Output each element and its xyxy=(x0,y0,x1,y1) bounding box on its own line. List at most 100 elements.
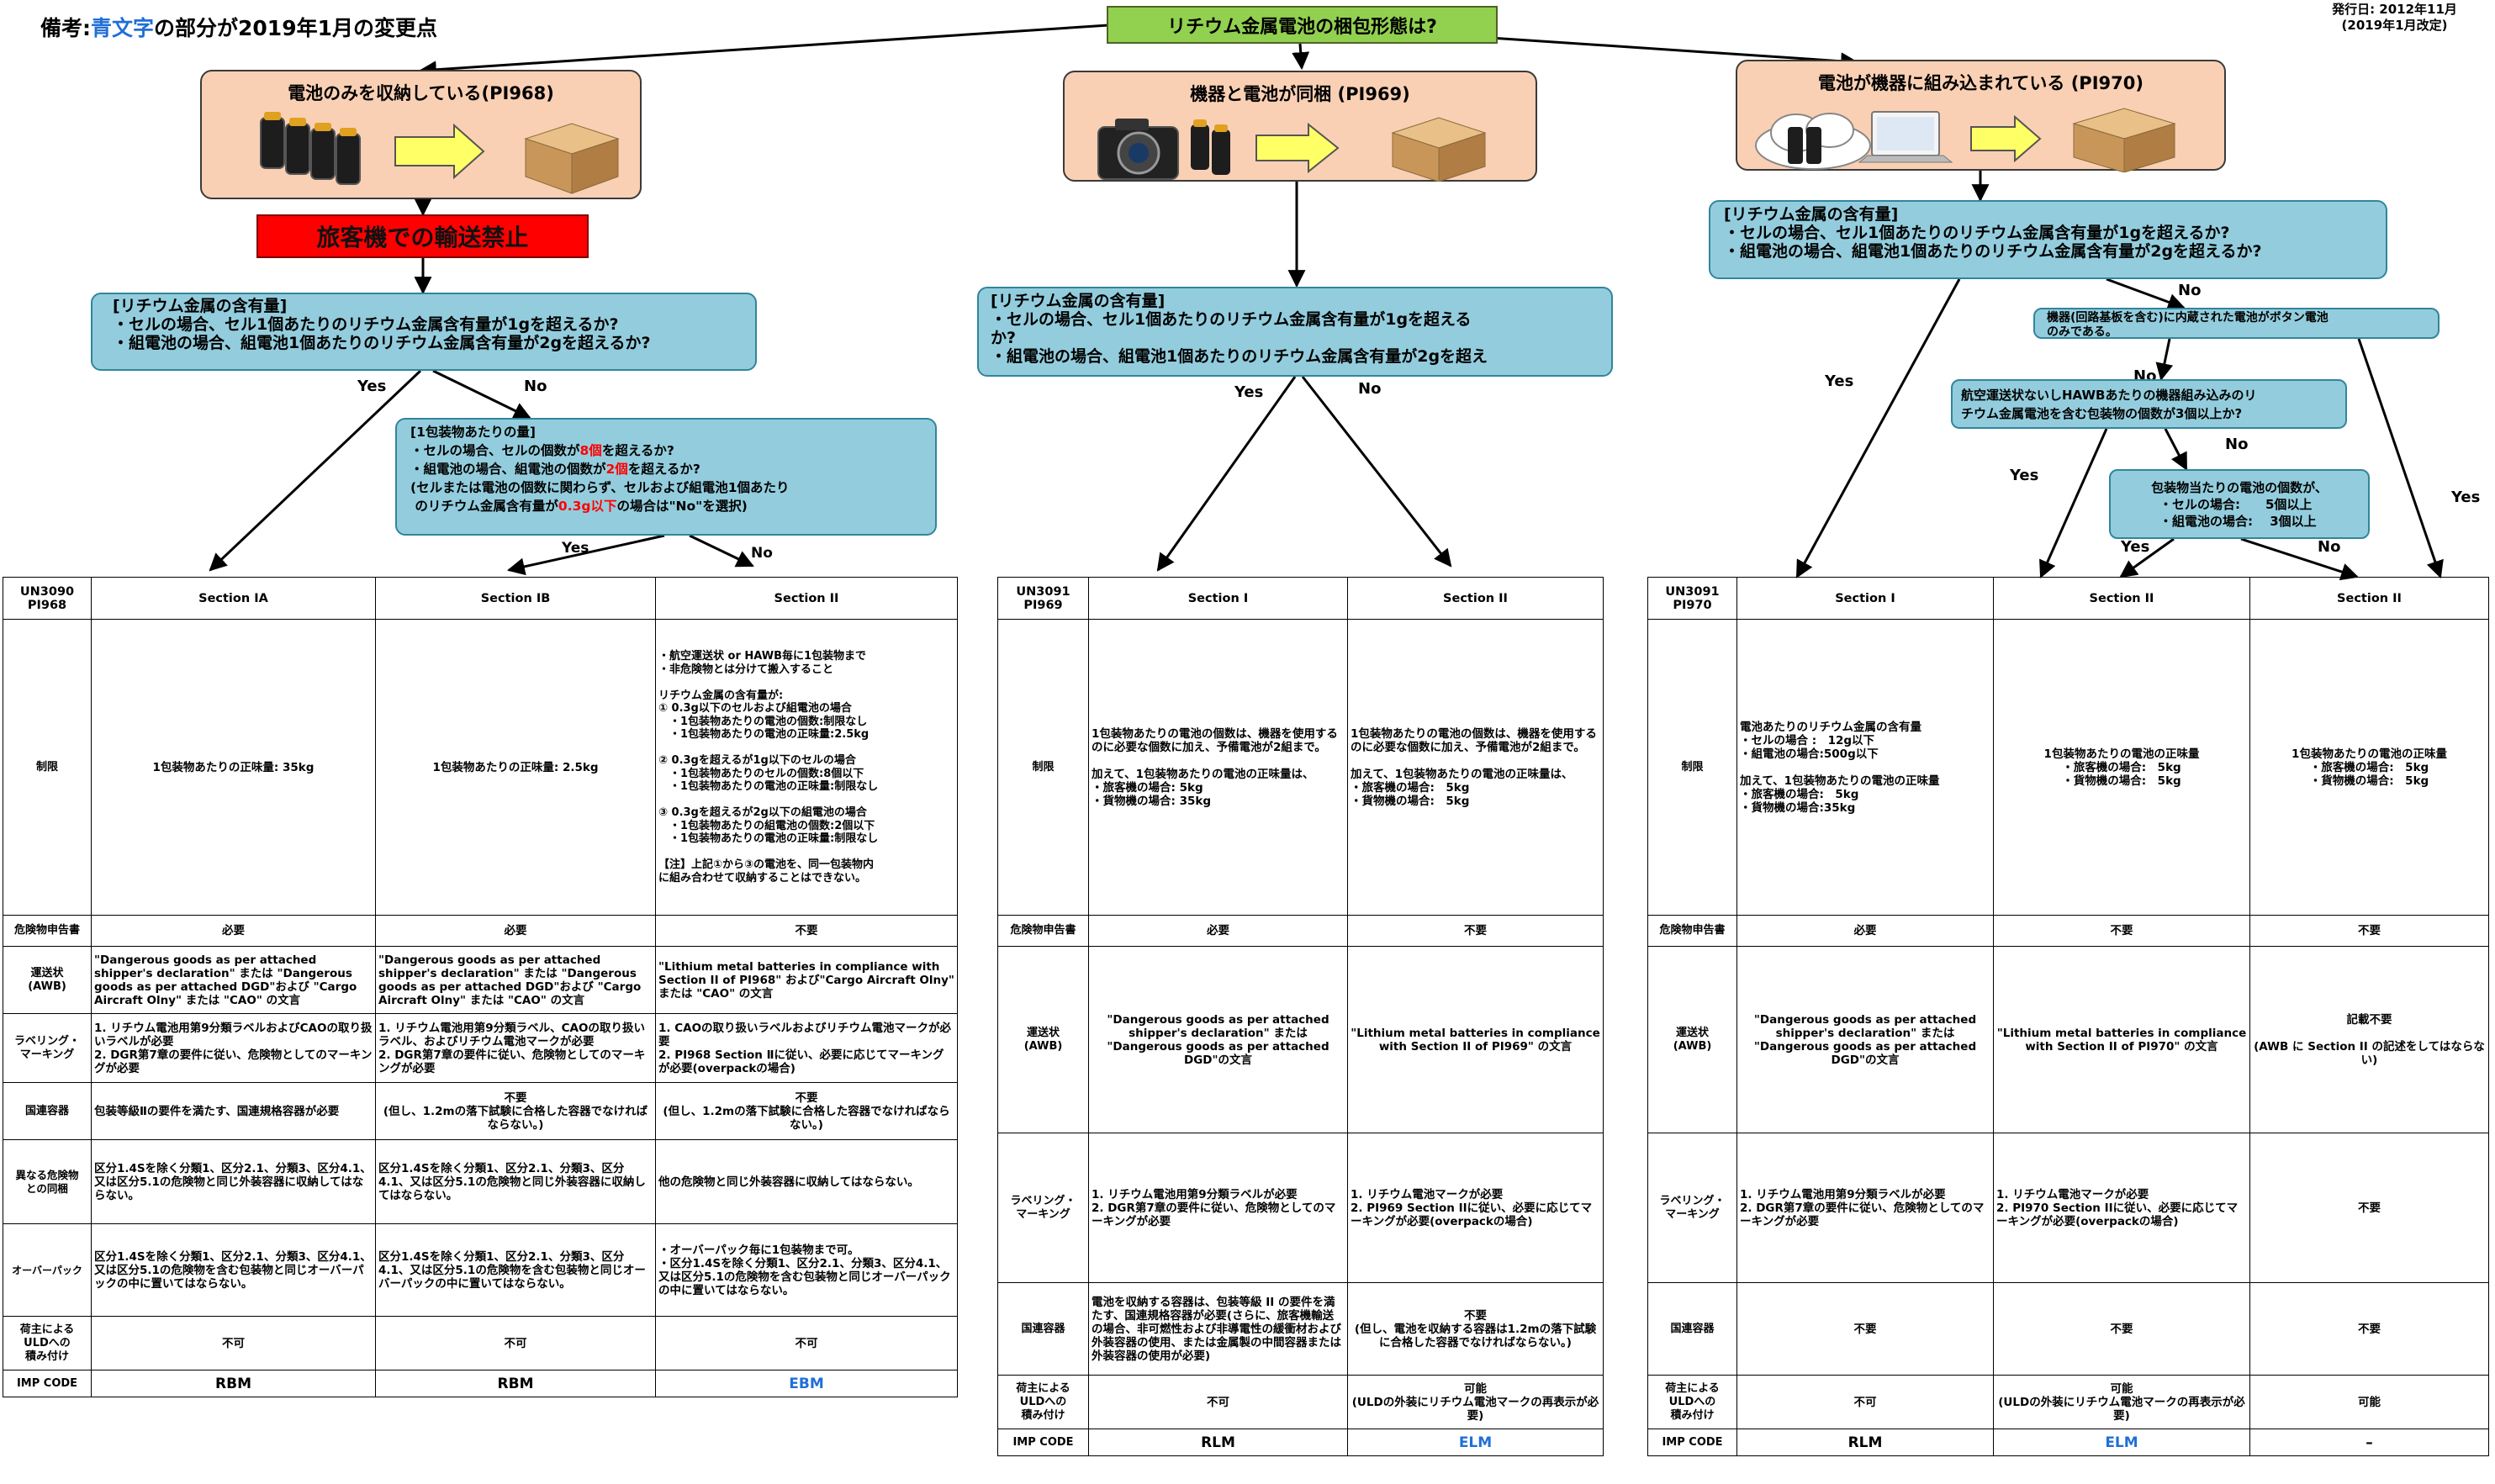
branch-pi970-title: 電池が機器に組み込まれている (PI970) xyxy=(1818,73,2143,93)
batteries-icon xyxy=(260,112,361,185)
cardboard-box-icon xyxy=(2072,108,2176,172)
header-section-ii: Section II xyxy=(1993,577,2250,620)
cell: 1包装物あたりの電池の個数は、機器を使用するのに必要な個数に加え、予備電池が2組… xyxy=(1088,619,1348,916)
cell: 不要 (但し、電池を収納する容器は1.2mの落下試験に合格した容器でなければなら… xyxy=(1347,1282,1604,1376)
yes-label: Yes xyxy=(562,540,589,557)
row-dg-declaration: 危険物申告書 必要 不要 xyxy=(997,915,1604,947)
table-header-row: UN3091 PI970 Section I Section II Sectio… xyxy=(1647,577,2489,620)
arrow-btn-yes xyxy=(2357,338,2444,578)
imp-code: RLM xyxy=(1088,1429,1348,1456)
row-uld: 荷主による ULDへの 積み付け 不可 可能 (ULDの外装にリチウム電池マーク… xyxy=(997,1375,1604,1429)
right-arrow-icon xyxy=(394,123,485,180)
no-label: No xyxy=(2178,282,2202,299)
right-arrow-icon xyxy=(1970,114,2042,163)
cell: ・航空運送状 or HAWB毎に1包装物まで ・非危険物とは分けて搬入すること … xyxy=(655,619,958,916)
header-section-i: Section I xyxy=(1736,577,1994,620)
cell: ・オーバーパック毎に1包装物まで可。 ・区分1.4Sを除く分類1、区分2.1、分… xyxy=(655,1223,958,1317)
device-with-batteries-illustration xyxy=(1097,117,1487,182)
cell: 1. リチウム電池マークが必要 2. PI969 Section IIに従い、必… xyxy=(1347,1133,1604,1283)
header-section-ii: Section II xyxy=(1347,577,1604,620)
cell: 不要 (但し、1.2mの落下試験に合格した容器でなければならない。) xyxy=(375,1082,656,1140)
row-overpack: オーバーパック 区分1.4Sを除く分類1、区分2.1、分類3、区分4.1、又は区… xyxy=(3,1223,958,1317)
cell: 1. リチウム電池用第9分類ラベルが必要 2. DGR第7章の要件に従い、危険物… xyxy=(1088,1133,1348,1283)
cell: 必要 xyxy=(375,915,656,947)
imp-code: RBM xyxy=(91,1370,376,1397)
arrow-btn-no xyxy=(2155,338,2174,382)
un-number-header: UN3090 PI968 xyxy=(3,577,92,620)
cell: 不可 xyxy=(375,1316,656,1370)
imp-code: ELM xyxy=(1993,1429,2250,1456)
row-mixed-dg: 異なる危険物 との同梱 区分1.4Sを除く分類1、区分2.1、分類3、区分4.1… xyxy=(3,1139,958,1224)
right-arrow-icon xyxy=(1255,122,1340,174)
row-limits: 制限 1包装物あたりの正味量: 35kg 1包装物あたりの正味量: 2.5kg … xyxy=(3,619,958,916)
row-limits: 制限 電池あたりのリチウム金属の含有量 ・セルの場合 : 12g以下 ・組電池の… xyxy=(1647,619,2489,916)
passenger-aircraft-ban: 旅客機での輸送禁止 xyxy=(256,214,589,258)
no-label: No xyxy=(524,378,547,395)
row-awb: 運送状 (AWB) "Dangerous goods as per attach… xyxy=(997,946,1604,1133)
arrow-cnt-no xyxy=(2164,428,2188,471)
issue-date: 発行日: 2012年11月(2019年1月改定) xyxy=(2332,2,2457,33)
row-dg-declaration: 危険物申告書 必要 不要 不要 xyxy=(1647,915,2489,947)
imp-code: RBM xyxy=(375,1370,656,1397)
package-count-question: 航空運送状ないしHAWBあたりの機器組み込みのリチウム金属電池を含む包装物の個数… xyxy=(1951,379,2347,429)
cell: 1. CAOの取り扱いラベルおよびリチウム電池マークが必要 2. PI968 S… xyxy=(655,1013,958,1083)
cell: 不可 xyxy=(655,1316,958,1370)
row-labeling: ラベリング・ マーキング 1. リチウム電池用第9分類ラベルが必要 2. DGR… xyxy=(997,1133,1604,1283)
branch-pi968: 電池のみを収納している(PI968) xyxy=(200,70,642,199)
cell: "Lithium metal batteries in compliance w… xyxy=(1347,946,1604,1133)
cell: "Dangerous goods as per attached shipper… xyxy=(91,946,376,1014)
row-un-packaging: 国連容器 電池を収納する容器は、包装等級 II の要件を満たす、国連規格容器が必… xyxy=(997,1282,1604,1376)
cell: 記載不要 (AWB に Section II の記述をしてはならない) xyxy=(2249,946,2489,1133)
row-awb: 運送状 (AWB) "Dangerous goods as per attach… xyxy=(1647,946,2489,1133)
row-label: 制限 xyxy=(1647,619,1737,916)
laptop-icon xyxy=(1858,111,1953,163)
cell: 区分1.4Sを除く分類1、区分2.1、分類3、区分4.1、又は区分5.1の危険物… xyxy=(91,1139,376,1224)
yes-label: Yes xyxy=(1234,383,1264,401)
row-un-packaging: 国連容器 不要 不要 不要 xyxy=(1647,1282,2489,1376)
cell: 区分1.4Sを除く分類1、区分2.1、分類3、区分4.1、又は区分5.1の危険物… xyxy=(91,1223,376,1317)
yes-label: Yes xyxy=(2010,467,2039,484)
arrow-q970-yes xyxy=(1795,278,1961,578)
row-label: 制限 xyxy=(997,619,1089,916)
header-section-ib: Section IB xyxy=(375,577,656,620)
cell: 不要 xyxy=(2249,1282,2489,1376)
row-label: 制限 xyxy=(3,619,92,916)
branch-pi970: 電池が機器に組み込まれている (PI970) xyxy=(1736,60,2226,172)
cell: 可能 (ULDの外装にリチウム電池マークの再表示が必要) xyxy=(1993,1375,2250,1429)
cell: 1. リチウム電池用第9分類ラベル、CAOの取り扱いラベル、およびリチウム電池マ… xyxy=(375,1013,656,1083)
yes-label: Yes xyxy=(357,378,387,395)
cell: 不可 xyxy=(1736,1375,1994,1429)
branch-pi969: 機器と電池が同梱 (PI969) xyxy=(1063,71,1537,182)
cell: 1. リチウム電池マークが必要 2. PI970 Section IIに従い、必… xyxy=(1993,1133,2250,1283)
cell: 不可 xyxy=(1088,1375,1348,1429)
cell: 不要 xyxy=(1347,915,1604,947)
row-uld: 荷主による ULDへの 積み付け 不可 可能 (ULDの外装にリチウム電池マーク… xyxy=(1647,1375,2489,1429)
row-label: ラベリング・ マーキング xyxy=(3,1013,92,1083)
lithium-content-question-pi969: [リチウム金属の含有量]・セルの場合、セル1個あたりのリチウム金属含有量が1gを… xyxy=(977,287,1613,377)
row-label: 異なる危険物 との同梱 xyxy=(3,1139,92,1224)
cell: 必要 xyxy=(91,915,376,947)
row-labeling: ラベリング・ マーキング 1. リチウム電池用第9分類ラベルおよびCAOの取り扱… xyxy=(3,1013,958,1083)
button-cell-question: 機器(回路基板を含む)に内蔵された電池がボタン電池のみである。 xyxy=(2033,308,2439,339)
arrow-q969-no xyxy=(1301,376,1452,568)
no-label: No xyxy=(2318,538,2341,556)
arrow-cnt-yes xyxy=(2039,428,2108,578)
no-label: No xyxy=(1358,380,1382,398)
cell: 1包装物あたりの正味量: 2.5kg xyxy=(375,619,656,916)
arrow-pp-yes xyxy=(2119,537,2175,578)
yes-label: Yes xyxy=(2121,538,2150,556)
cell: "Dangerous goods as per attached shipper… xyxy=(375,946,656,1014)
cell: 可能 xyxy=(2249,1375,2489,1429)
row-imp-code: IMP CODE RBM RBM EBM xyxy=(3,1370,958,1397)
row-imp-code: IMP CODE RLM ELM xyxy=(997,1429,1604,1456)
lithium-content-question-pi968: [リチウム金属の含有量]・セルの場合、セル1個あたりのリチウム金属含有量が1gを… xyxy=(91,293,757,371)
cell: "Lithium metal batteries in compliance w… xyxy=(655,946,958,1014)
cell: 区分1.4Sを除く分類1、区分2.1、分類3、区分4.1、又は区分5.1の危険物… xyxy=(375,1223,656,1317)
row-awb: 運送状 (AWB) "Dangerous goods as per attach… xyxy=(3,946,958,1014)
row-label: 危険物申告書 xyxy=(997,915,1089,947)
row-label: ラベリング・ マーキング xyxy=(997,1133,1089,1283)
revision-note: 備考:青文字の部分が2019年1月の変更点 xyxy=(40,16,437,40)
row-label: 運送状 (AWB) xyxy=(997,946,1089,1133)
row-label: 国連容器 xyxy=(997,1282,1089,1376)
arrow-q969-yes xyxy=(1156,376,1297,572)
